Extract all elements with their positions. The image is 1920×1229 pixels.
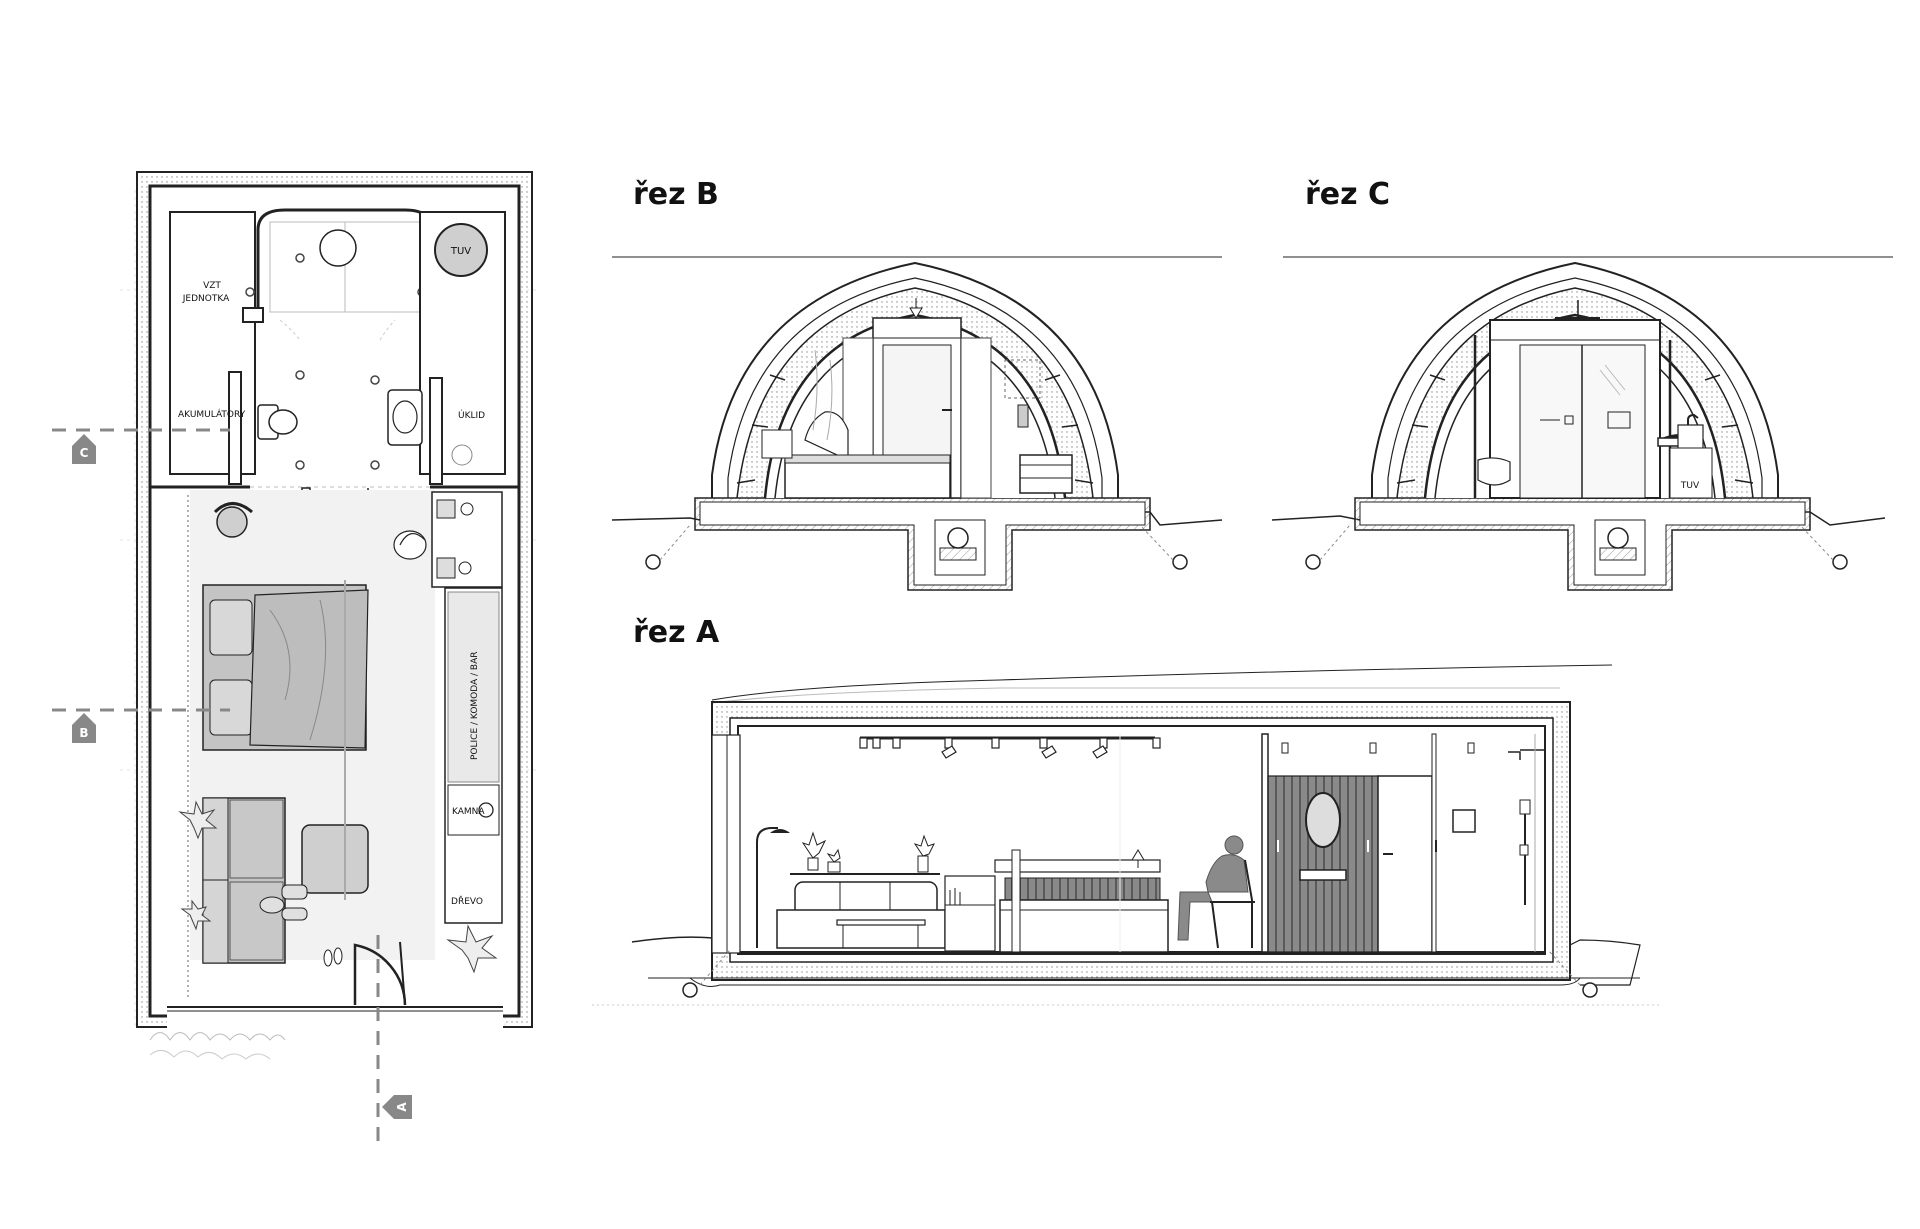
- section-c-title: řez C: [1305, 177, 1390, 212]
- drevo-label: DŘEVO: [451, 896, 483, 907]
- section-b: řez B: [611, 177, 1223, 591]
- section-a: řez A: [592, 615, 1660, 1006]
- person-figure: [259, 884, 308, 921]
- bed-side: [999, 899, 1169, 953]
- sofa: [202, 797, 286, 964]
- section-c: řez C TUV: [1271, 177, 1893, 591]
- marker-a-label: A: [395, 1102, 409, 1112]
- vzt-room: [169, 211, 256, 475]
- section-marker-a: A: [382, 1095, 412, 1119]
- vzt-label-2: JEDNOTKA: [182, 294, 230, 304]
- shower-unit: [242, 208, 441, 323]
- bed: [202, 584, 369, 751]
- marker-c-label: C: [80, 446, 89, 460]
- shelf-plants: [801, 831, 935, 873]
- police-label: POLICE / KOMODA / BAR: [470, 651, 480, 760]
- uklid-label: ÚKLID: [458, 409, 485, 421]
- section-b-title: řez B: [633, 177, 719, 212]
- plant-icons: [178, 800, 498, 974]
- tuv-boiler: [434, 223, 488, 277]
- seated-person: [1177, 835, 1249, 941]
- vzt-label: VZT: [203, 281, 221, 291]
- akumulatory-label: AKUMULÁTORY: [178, 408, 246, 420]
- section-c-tuv-label: TUV: [1680, 481, 1700, 491]
- marker-b-label: B: [79, 726, 88, 740]
- floor-plan: VZT JEDNOTKA TUV AKUMULÁTORY ÚKLID: [52, 171, 540, 1145]
- tuv-label: TUV: [450, 246, 471, 257]
- section-a-title: řez A: [633, 615, 720, 650]
- kamna-label: KAMNA: [452, 807, 485, 817]
- coffee-table: [301, 824, 369, 894]
- section-marker-c: C: [72, 434, 96, 464]
- section-cut-lines: [52, 428, 380, 1145]
- section-marker-b: B: [72, 713, 96, 743]
